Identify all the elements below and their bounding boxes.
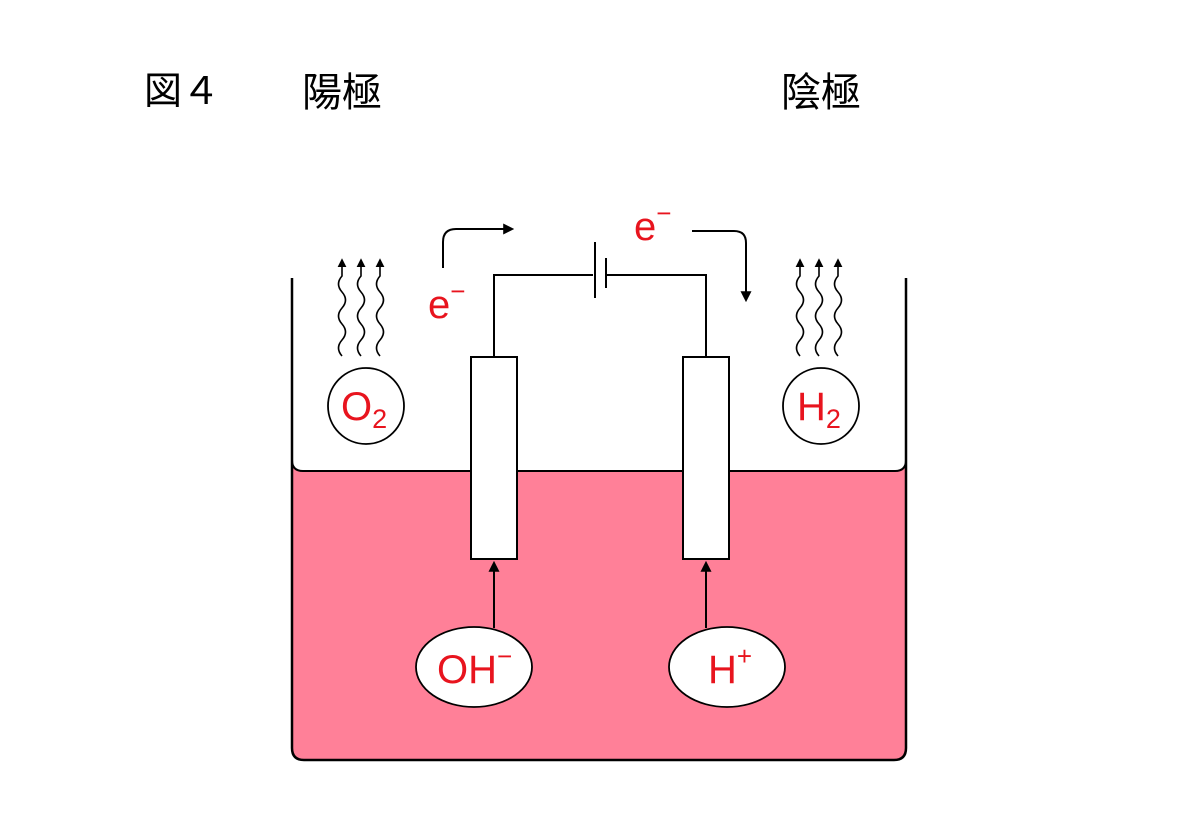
hydroxide-charge: −: [497, 641, 512, 671]
hydrogen-ion-charge: +: [737, 641, 752, 671]
hydrogen-bubble: [782, 367, 860, 445]
circuit-wire-right: [606, 274, 707, 357]
hydrogen-subscript: 2: [826, 404, 841, 434]
cathode-electrode: [682, 356, 730, 560]
beaker-outline: [290, 278, 908, 762]
oxygen-formula: O2: [341, 385, 387, 434]
oxygen-symbol: O: [341, 385, 372, 429]
hydrogen-formula: H2: [797, 385, 841, 434]
oxygen-gas-rising-arrows: [337, 258, 385, 357]
electron-symbol-right: e: [634, 205, 656, 249]
hydrogen-ion-symbol: H: [708, 648, 737, 692]
anode-electrode: [470, 356, 518, 560]
electron-flow-arrow-right: [692, 230, 752, 303]
hydrogen-gas-rising-arrows: [795, 258, 843, 357]
electron-charge-left: −: [450, 276, 465, 306]
hydrogen-ion-formula: H+: [708, 641, 752, 692]
hydrogen-symbol: H: [797, 385, 826, 429]
oxygen-bubble: [327, 367, 405, 445]
oxygen-subscript: 2: [372, 404, 387, 434]
electron-label-right: e−: [634, 198, 671, 249]
hydrogen-ion-bubble: [668, 626, 786, 708]
circuit-wire-left: [493, 274, 593, 357]
cathode-label: 陰極: [781, 70, 861, 116]
electrolyte-liquid: [292, 460, 906, 760]
figure-label: 図４: [144, 69, 220, 113]
electron-charge-right: −: [656, 198, 671, 228]
electron-flow-arrow-left: [442, 223, 515, 268]
anode-label: 陽極: [302, 70, 382, 116]
electron-label-left: e−: [428, 276, 465, 327]
hydroxide-ion-formula: OH−: [437, 641, 512, 692]
electron-symbol-left: e: [428, 283, 450, 327]
hydroxide-symbol: OH: [437, 648, 497, 692]
liquid-surface: [291, 459, 907, 472]
hydroxide-ion-bubble: [415, 626, 533, 708]
